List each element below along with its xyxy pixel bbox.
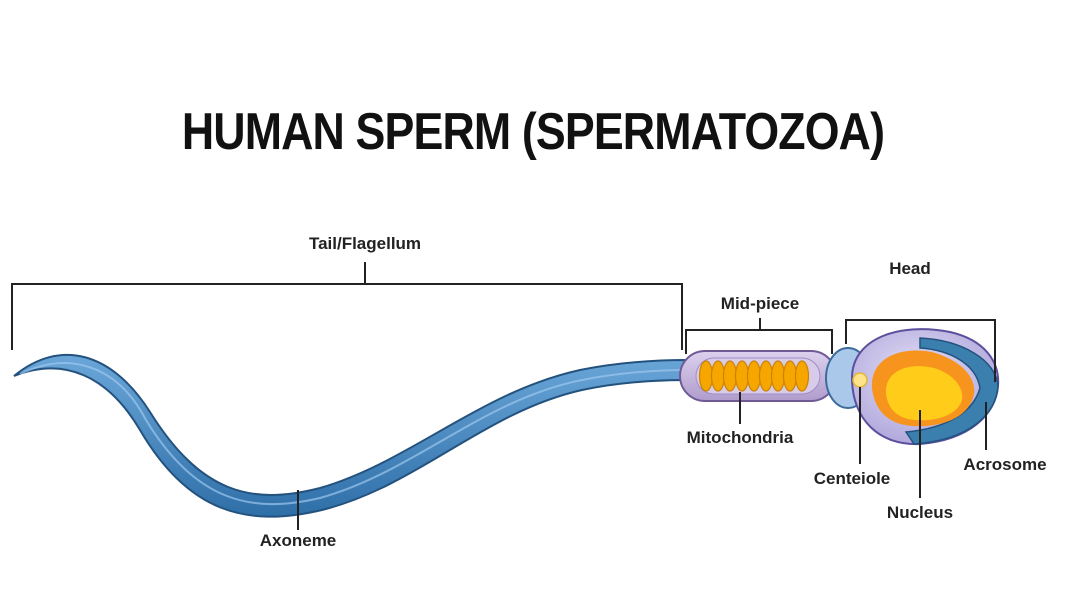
acrosome-cap — [904, 337, 999, 445]
mitochondrion — [722, 360, 738, 392]
mid-piece — [679, 350, 837, 402]
head-bracket — [845, 319, 996, 382]
acrosome-label: Acrosome — [963, 455, 1046, 474]
tail-flagellum — [13, 353, 689, 518]
axoneme-label: Axoneme — [260, 531, 337, 550]
nucleus-inner — [885, 366, 963, 421]
leader-lines — [297, 387, 987, 530]
nucleus-label: Nucleus — [887, 503, 953, 522]
mitochondrion — [698, 360, 714, 392]
head-label: Head — [889, 259, 931, 278]
axoneme-core — [19, 362, 689, 506]
mitochondria-label: Mitochondria — [687, 428, 794, 447]
mitochondrion — [758, 360, 774, 392]
mitochondria-group — [698, 360, 810, 392]
tail-label: Tail/Flagellum — [309, 234, 421, 253]
midpiece-label: Mid-piece — [721, 294, 799, 313]
diagram-title: HUMAN SPERM (SPERMATOZOA) — [181, 103, 885, 161]
centriole — [852, 372, 868, 388]
mitochondrion — [746, 360, 762, 392]
brackets — [11, 262, 996, 382]
mitochondrion — [794, 360, 810, 392]
mitochondrion — [734, 360, 750, 392]
tail-bracket — [11, 283, 683, 350]
sperm-head — [825, 328, 1000, 446]
centriole-label: Centeiole — [814, 469, 891, 488]
mitochondrion — [710, 360, 726, 392]
mitochondrion — [770, 360, 786, 392]
mitochondrion — [782, 360, 798, 392]
